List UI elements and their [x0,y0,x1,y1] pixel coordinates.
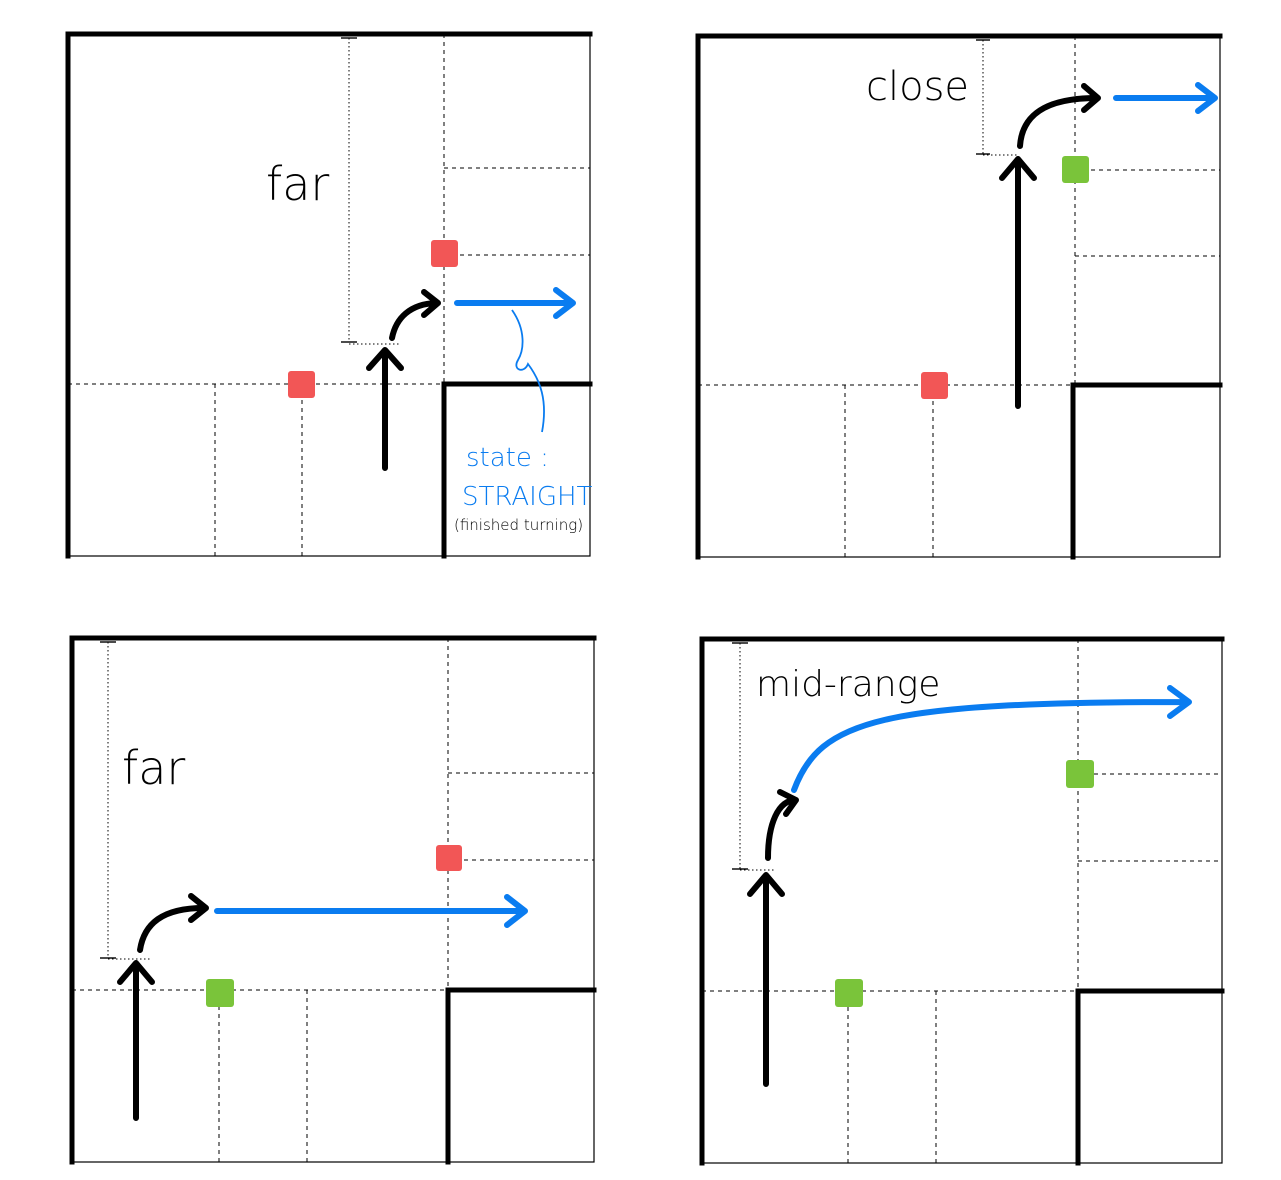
panel-frame [697,35,1221,558]
panel-bottom-right: mid-range [699,636,1225,1166]
panel-top-left: far state : STRAIGHT (finished turning) [65,31,593,559]
robot-turn-arrow [389,289,441,341]
distance-label: close [866,64,969,110]
state-label: state : [466,443,549,473]
maze-wall [445,987,597,1165]
green-marker [835,979,863,1007]
distance-label: far [266,157,329,211]
red-marker [436,845,462,871]
maze-wall [441,381,593,559]
planned-straight-arrow [454,287,576,319]
state-callout-line [511,309,545,433]
panel-top-right: close [695,33,1223,560]
planned-straight-arrow [1113,82,1218,114]
panel-bottom-left: far [69,635,597,1165]
robot-forward-arrow [366,347,404,471]
maze-wall [695,33,1223,560]
robot-turn-arrow [765,789,799,861]
maze-wall [69,635,597,1165]
red-marker [288,371,315,398]
planned-curve-arrow [791,685,1192,793]
green-marker [1062,156,1089,183]
robot-turn-arrow [1017,83,1101,149]
distance-label: far [122,741,185,795]
state-note: (finished turning) [454,516,583,534]
state-value: STRAIGHT [462,482,593,512]
green-marker [206,979,234,1007]
planned-straight-arrow [214,894,528,928]
green-marker [1066,760,1094,788]
robot-forward-arrow [117,960,155,1121]
robot-turn-arrow [137,893,209,953]
maze-wall [65,31,593,559]
red-marker [921,372,948,399]
panel-frame [67,33,591,557]
maze-wall [1075,988,1225,1166]
panel-frame [701,638,1223,1164]
maze-wall [699,636,1225,1166]
distance-label: mid-range [756,664,940,705]
red-marker [431,240,458,267]
robot-forward-arrow [747,872,785,1087]
robot-forward-arrow [999,156,1037,409]
maze-wall [1070,382,1223,560]
